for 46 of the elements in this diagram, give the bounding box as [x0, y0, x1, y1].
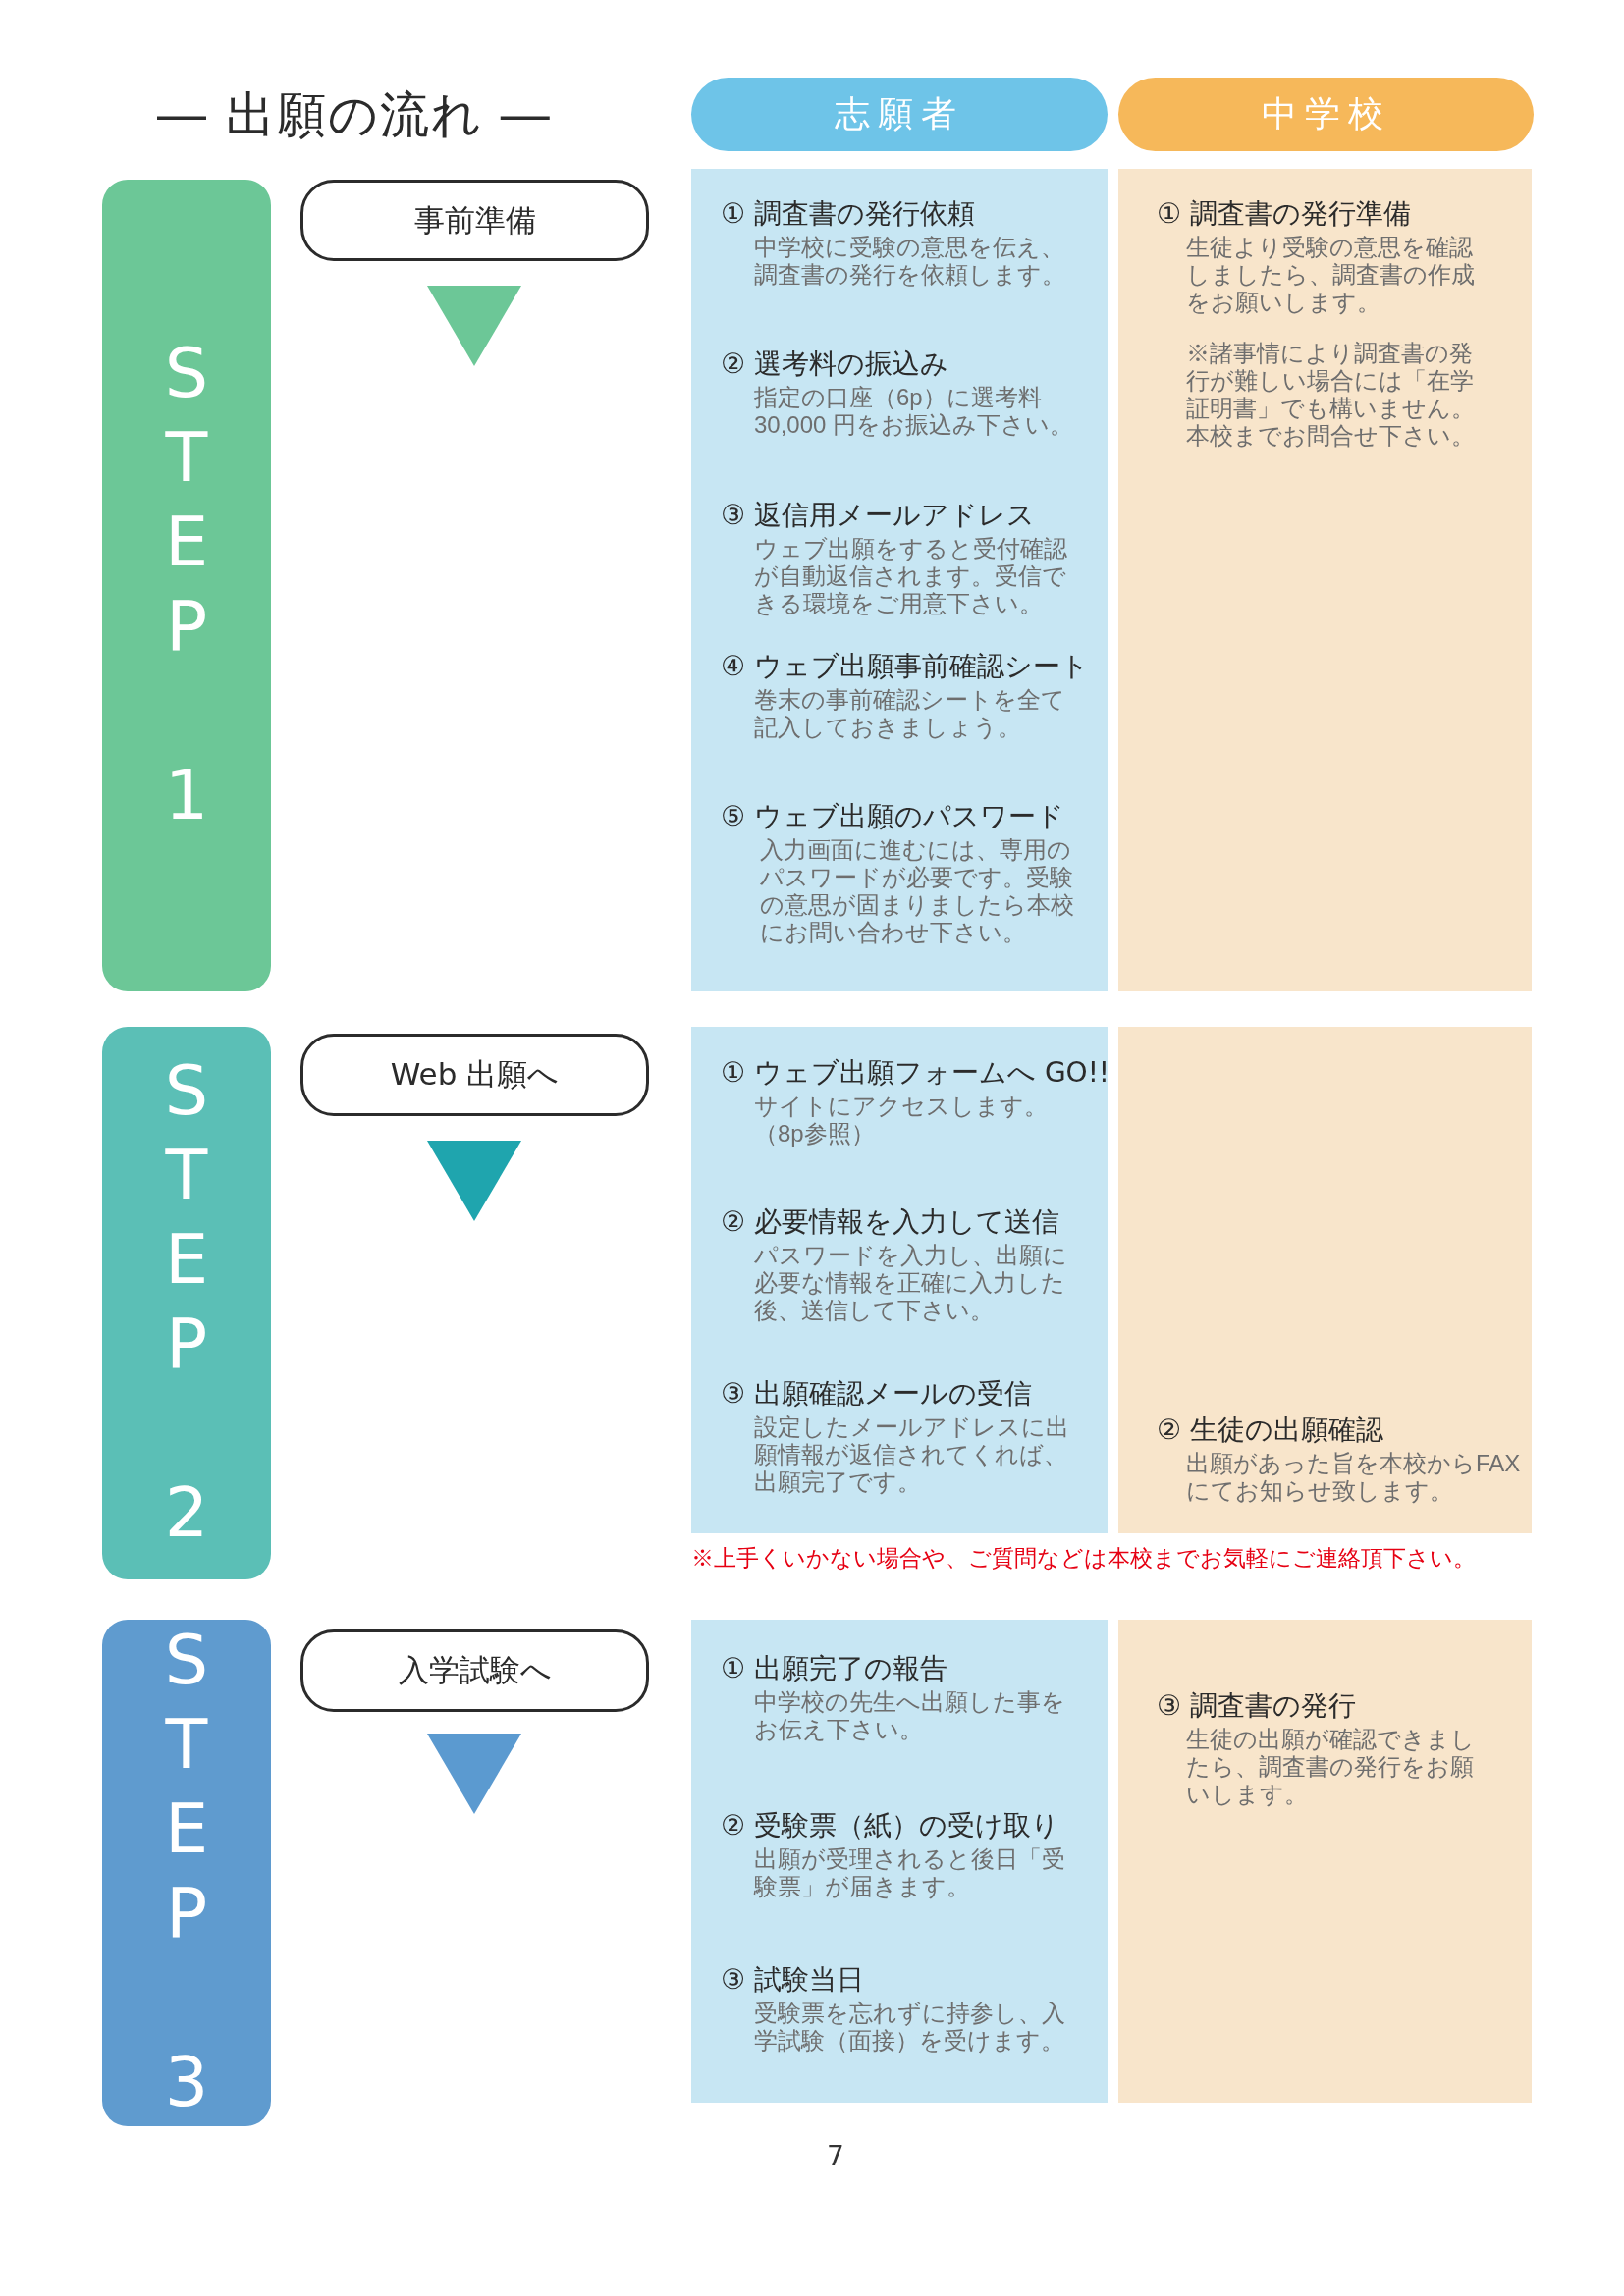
item-heading: ② 生徒の出願確認: [1157, 1413, 1383, 1448]
item-text: 中学校に受験の意思を伝え、調査書の発行を依頼します。: [754, 234, 1066, 289]
step-label: Web 出願へ: [300, 1034, 649, 1116]
applicant-panel: [691, 169, 1108, 991]
note-text: ※上手くいかない場合や、ご質問などは本校までお気軽にご連絡頂下さい。: [691, 1544, 1476, 1573]
school-panel: [1118, 1027, 1532, 1533]
item-text: 指定の口座（6p）に選考料30,000 円をお振込み下さい。: [754, 384, 1075, 439]
item-text: 設定したメールアドレスに出願情報が返信されてくれば、出願完了です。: [754, 1414, 1070, 1496]
item-heading: ⑤ ウェブ出願のパスワード: [721, 799, 1064, 834]
item-heading: ③ 返信用メールアドレス: [721, 498, 1035, 533]
item-heading: ③ 試験当日: [721, 1962, 864, 1998]
item-text: 出願があった旨を本校からFAX にてお知らせ致します。: [1186, 1450, 1522, 1505]
item-text: 中学校の先生へ出願した事をお伝え下さい。: [754, 1688, 1066, 1743]
school-panel: [1118, 169, 1532, 991]
step-label: 入学試験へ: [300, 1629, 649, 1712]
item-heading: ④ ウェブ出願事前確認シート: [721, 649, 1089, 684]
item-heading: ② 必要情報を入力して送信: [721, 1204, 1059, 1240]
item-heading: ① ウェブ出願フォームへ GO!!: [721, 1055, 1110, 1091]
column-header: 志願者: [691, 78, 1108, 151]
item-heading: ① 出願完了の報告: [721, 1651, 947, 1686]
item-text: サイトにアクセスします。（8p参照）: [754, 1093, 1049, 1148]
column-header: 中学校: [1118, 78, 1534, 151]
school-panel: [1118, 1620, 1532, 2103]
item-text: ※諸事情により調査書の発行が難しい場合には「在学証明書」でも構いません。本校までお問合せ下さい。: [1186, 340, 1476, 450]
item-text: 生徒より受験の意思を確認しましたら、調査書の作成をお願いします。: [1186, 234, 1476, 316]
step-bar: STEP 1: [102, 180, 271, 991]
item-heading: ② 受験票（紙）の受け取り: [721, 1808, 1059, 1843]
applicant-panel: [691, 1027, 1108, 1533]
item-text: 出願が受理されると後日「受験票」が届きます。: [754, 1845, 1066, 1900]
item-text: 受験票を忘れずに持参し、入学試験（面接）を受けます。: [754, 2000, 1066, 2055]
step-bar: STEP 3: [102, 1620, 271, 2126]
item-text: 生徒の出願が確認できましたら、調査書の発行をお願いします。: [1186, 1726, 1476, 1808]
step-label: 事前準備: [300, 180, 649, 261]
item-heading: ③ 調査書の発行: [1157, 1688, 1356, 1724]
step-bar: STEP 2: [102, 1027, 271, 1579]
item-text: 入力画面に進むには、専用のパスワードが必要です。受験の意思が固まりましたら本校にお問い合わせ下さい。: [760, 836, 1075, 946]
page-number: 7: [827, 2140, 844, 2172]
item-heading: ② 選考料の振込み: [721, 347, 948, 382]
applicant-panel: [691, 1620, 1108, 2103]
item-text: 巻末の事前確認シートを全て記入しておきましょう。: [754, 686, 1066, 741]
item-heading: ③ 出願確認メールの受信: [721, 1376, 1032, 1412]
item-text: ウェブ出願をすると受付確認が自動返信されます。受信できる環境をご用意下さい。: [754, 535, 1068, 617]
item-heading: ① 調査書の発行依頼: [721, 196, 975, 232]
item-text: パスワードを入力し、出願に必要な情報を正確に入力した後、送信して下さい。: [754, 1242, 1068, 1324]
item-heading: ① 調査書の発行準備: [1157, 196, 1411, 232]
page-title: ― 出願の流れ ―: [157, 85, 552, 145]
